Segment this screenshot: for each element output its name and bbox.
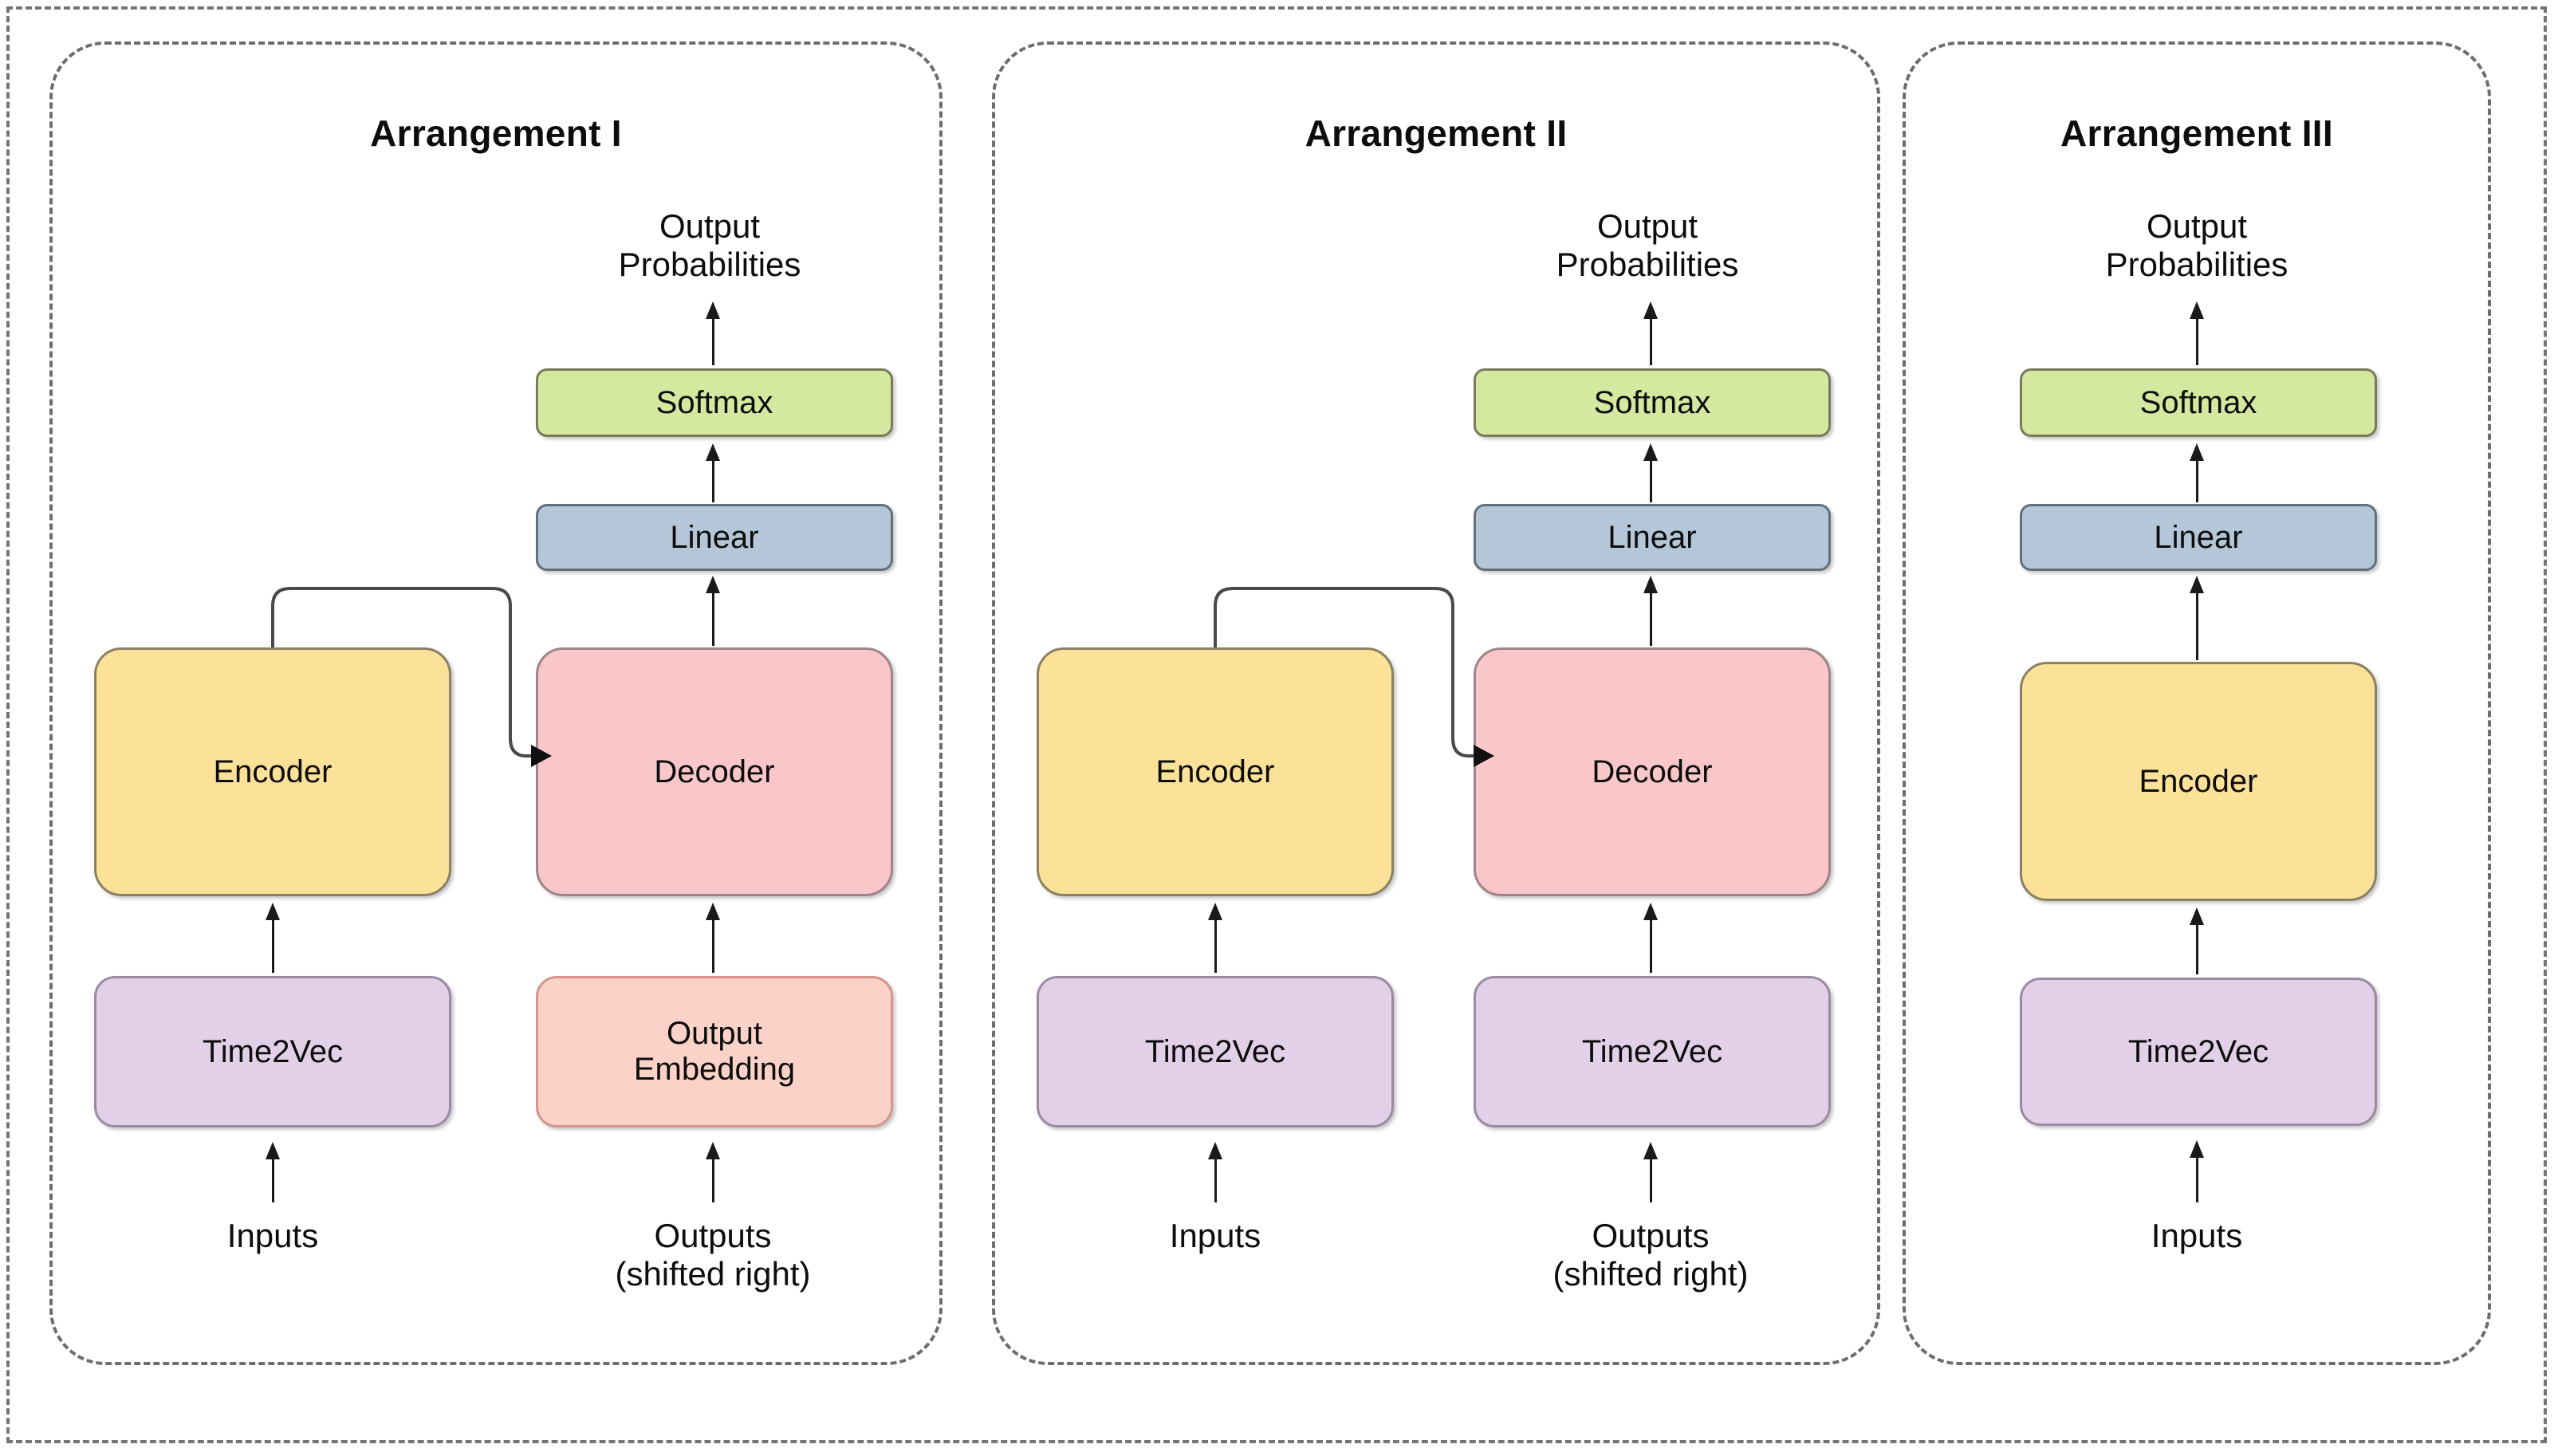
- node-linear-2[interactable]: Linear: [1474, 504, 1831, 571]
- label-inputs-3: Inputs: [2151, 1217, 2243, 1254]
- node-time2vec-1[interactable]: Time2Vec: [94, 976, 451, 1127]
- skip-connection-encoder-decoder-2: [1214, 587, 1494, 767]
- panel-title-arrangement-1: Arrangement I: [370, 112, 622, 154]
- label-output-probabilities-3: Output Probabilities: [2105, 207, 2288, 283]
- arrow-inputs-to-time2vec-3: [2187, 1140, 2206, 1202]
- arrow-time2vec-to-encoder-3: [2187, 907, 2206, 974]
- node-time2vec-3[interactable]: Time2Vec: [2020, 978, 2377, 1126]
- arrow-encoder-to-linear-3: [2187, 576, 2206, 660]
- label-outputs-shifted-right-2: Outputs (shifted right): [1553, 1217, 1749, 1293]
- node-encoder-3[interactable]: Encoder: [2020, 662, 2377, 901]
- arrow-outputs-to-outembed-1: [703, 1142, 722, 1202]
- arrow-decoder-to-linear-2: [1641, 576, 1660, 646]
- arrow-softmax-to-output-2: [1641, 301, 1660, 365]
- outer-dashed-frame: [6, 6, 2547, 1443]
- panel-title-arrangement-3: Arrangement III: [2060, 112, 2333, 154]
- node-decoder-2[interactable]: Decoder: [1474, 647, 1831, 896]
- panel-arrangement-1: [49, 41, 943, 1365]
- label-inputs-1: Inputs: [226, 1217, 319, 1254]
- arrow-time2vec-left-to-encoder-2: [1206, 903, 1225, 973]
- panel-title-arrangement-2: Arrangement II: [1305, 112, 1568, 154]
- arrow-softmax-to-output-1: [703, 301, 722, 365]
- node-softmax-3[interactable]: Softmax: [2020, 368, 2377, 437]
- panel-arrangement-2: [992, 41, 1880, 1365]
- arrow-inputs-to-time2vec-1: [263, 1142, 282, 1202]
- node-decoder-1[interactable]: Decoder: [536, 647, 893, 896]
- arrow-inputs-to-time2vec-left-2: [1206, 1142, 1225, 1202]
- node-encoder-1[interactable]: Encoder: [94, 647, 451, 896]
- arrow-decoder-to-linear-1: [703, 576, 722, 646]
- node-time2vec-right-2[interactable]: Time2Vec: [1474, 976, 1831, 1127]
- node-encoder-2[interactable]: Encoder: [1037, 647, 1394, 896]
- arrow-linear-to-softmax-2: [1641, 443, 1660, 502]
- panel-arrangement-3: [1903, 41, 2491, 1365]
- arrow-linear-to-softmax-1: [703, 443, 722, 502]
- node-output-embedding-1[interactable]: Output Embedding: [536, 976, 893, 1127]
- node-softmax-1[interactable]: Softmax: [536, 368, 893, 437]
- label-output-probabilities-1: Output Probabilities: [618, 207, 801, 283]
- label-inputs-2: Inputs: [1169, 1217, 1261, 1254]
- arrow-outembed-to-decoder-1: [703, 903, 722, 973]
- node-time2vec-left-2[interactable]: Time2Vec: [1037, 976, 1394, 1127]
- arrow-softmax-to-output-3: [2187, 301, 2206, 365]
- node-linear-3[interactable]: Linear: [2020, 504, 2377, 571]
- skip-connection-encoder-decoder-1: [271, 587, 552, 767]
- node-softmax-2[interactable]: Softmax: [1474, 368, 1831, 437]
- label-output-probabilities-2: Output Probabilities: [1556, 207, 1739, 283]
- arrow-linear-to-softmax-3: [2187, 443, 2206, 502]
- label-outputs-shifted-right-1: Outputs (shifted right): [615, 1217, 811, 1293]
- node-linear-1[interactable]: Linear: [536, 504, 893, 571]
- arrow-time2vec-right-to-decoder-2: [1641, 903, 1660, 973]
- arrow-time2vec-to-encoder-1: [263, 903, 282, 973]
- arrow-outputs-to-time2vec-right-2: [1641, 1142, 1660, 1202]
